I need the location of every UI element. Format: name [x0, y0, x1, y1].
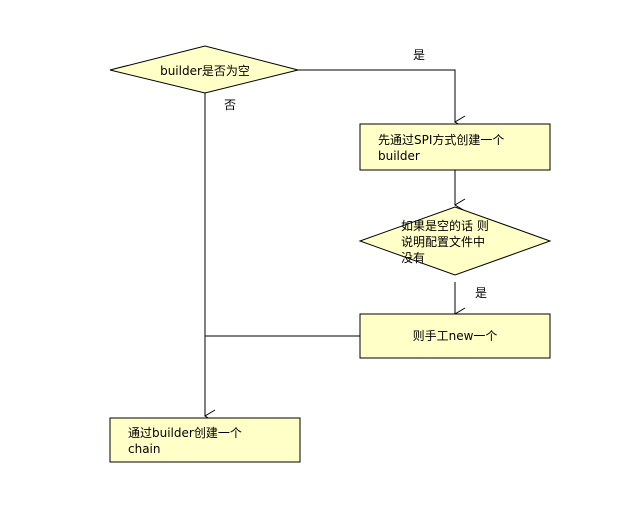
process-create-chain-line1: 通过builder创建一个 [128, 426, 242, 440]
process-shape [359, 313, 551, 359]
edge-label-no: 否 [224, 98, 236, 112]
decision-builder-empty: builder是否为空 [109, 45, 299, 94]
edge-label-yes-bottom: 是 [475, 286, 487, 300]
decision-config-missing-line1: 如果是空的话 则 [401, 218, 489, 233]
process-shape [109, 417, 301, 463]
decision-shape [358, 206, 552, 276]
process-manual-new-text: 则手工new一个 [413, 329, 498, 343]
process-create-builder-spi-line1: 先通过SPI方式创建一个 [378, 132, 504, 147]
edge-yes-to-spi [298, 69, 466, 129]
decision-config-missing: 如果是空的话 则 说明配置文件中 没有 [358, 206, 552, 276]
edge-label-yes-top: 是 [413, 48, 425, 62]
decision-config-missing-line3: 没有 [401, 250, 425, 265]
process-create-builder-spi: 先通过SPI方式创建一个 builder [359, 123, 551, 171]
decision-shape [109, 45, 299, 94]
process-create-chain: 通过builder创建一个 chain [109, 417, 301, 463]
decision-builder-empty-text: builder是否为空 [160, 64, 250, 78]
process-manual-new: 则手工new一个 [359, 313, 551, 359]
process-create-chain-line2: chain [128, 442, 161, 456]
process-create-builder-spi-line2: builder [378, 149, 420, 163]
process-shape [359, 123, 551, 171]
decision-config-missing-line2: 说明配置文件中 [401, 234, 485, 249]
